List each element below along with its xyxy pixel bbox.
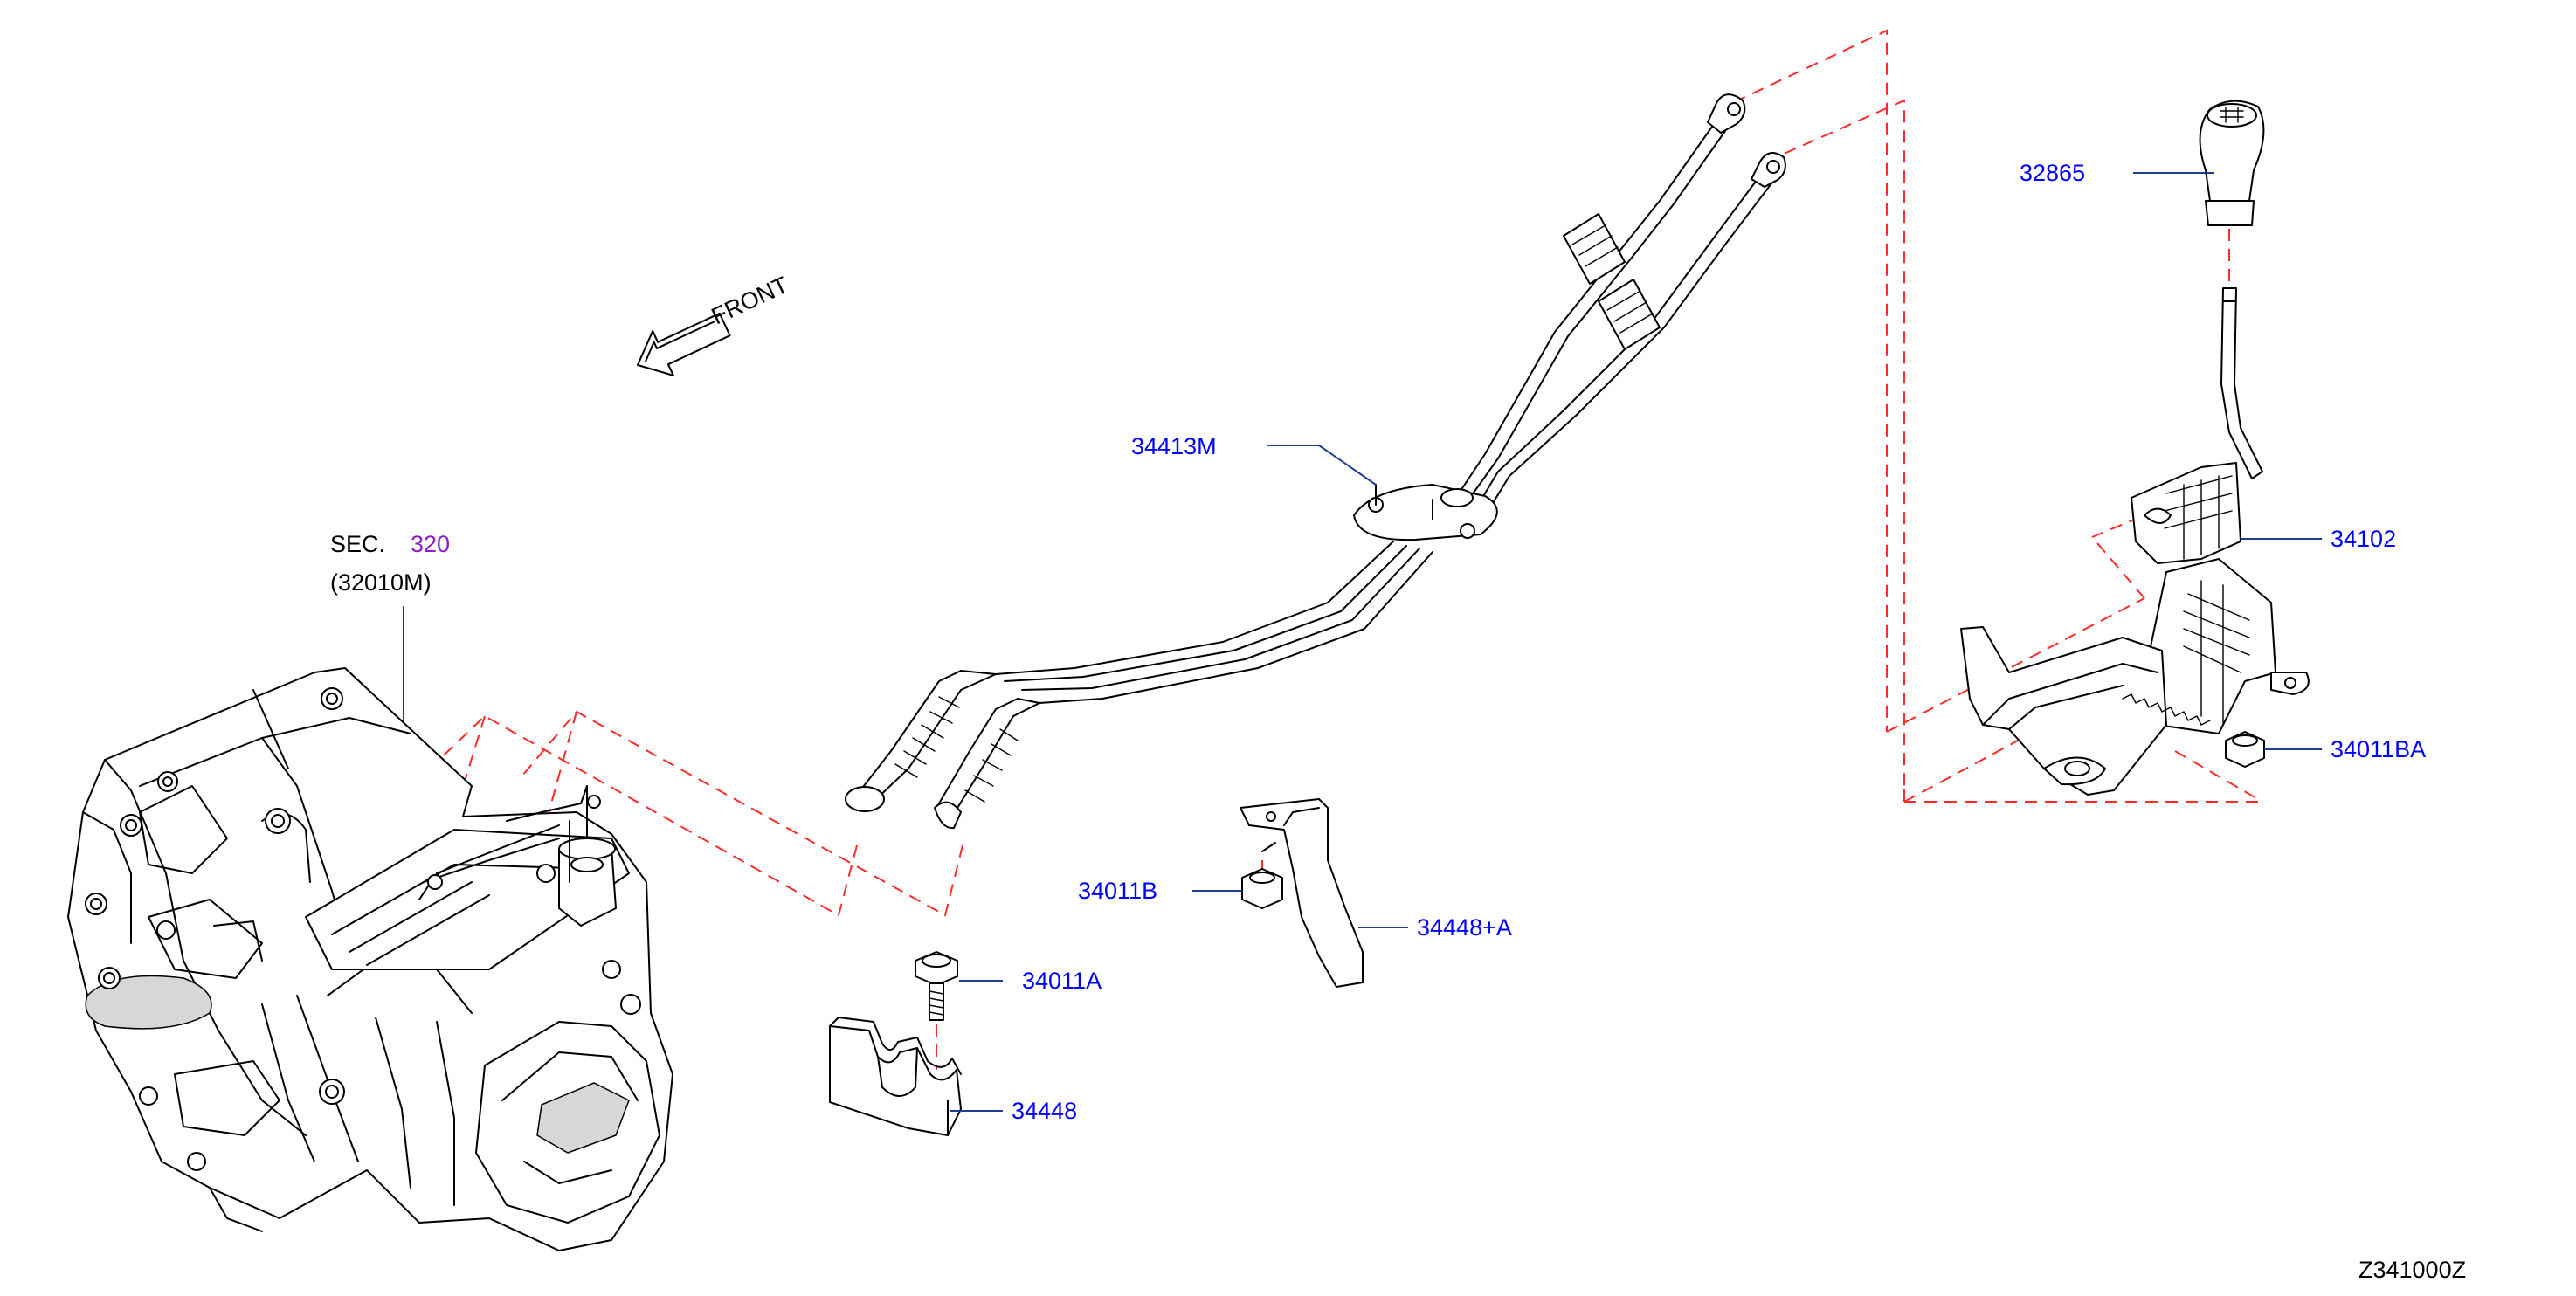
- diagram-id: Z341000Z: [2358, 1257, 2466, 1283]
- leader-lines: [950, 172, 2322, 1112]
- bolt-34011a: [915, 951, 958, 1021]
- part-label-34011ba[interactable]: 34011BA: [2331, 736, 2426, 762]
- bracket-34448-a: [1240, 798, 1364, 988]
- section-subref: (32010M): [330, 569, 432, 596]
- section-number-link[interactable]: 320: [411, 531, 450, 557]
- part-label-34448[interactable]: 34448: [1012, 1098, 1077, 1124]
- cable-end-upper-1: [1707, 93, 1746, 134]
- cable-boot-1: [845, 670, 997, 812]
- shifter-assembly: [1960, 287, 2310, 796]
- part-label-34011a[interactable]: 34011A: [1022, 968, 1102, 994]
- section-prefix: SEC.: [330, 531, 385, 557]
- nut-34011ba: [2225, 731, 2265, 768]
- part-label-34011b[interactable]: 34011B: [1078, 878, 1157, 904]
- part-label-34448-a[interactable]: 34448+A: [1417, 914, 1512, 941]
- nut-34011b: [1241, 868, 1283, 909]
- transmission-assembly: [67, 667, 673, 1251]
- front-label: FRONT: [708, 272, 792, 329]
- cable-boot-2: [934, 698, 1040, 830]
- cable-adjuster-1: [1563, 213, 1626, 285]
- part-label-34413m[interactable]: 34413M: [1131, 433, 1217, 459]
- bracket-34448: [829, 1017, 962, 1136]
- front-arrow: [637, 312, 731, 376]
- cable-adjuster-2: [1598, 279, 1661, 350]
- cable-end-upper-2: [1751, 152, 1786, 188]
- part-label-34102[interactable]: 34102: [2331, 526, 2396, 552]
- grommet-plate: [1353, 484, 1498, 541]
- part-label-32865[interactable]: 32865: [2020, 160, 2085, 186]
- shift-knob: [2199, 100, 2265, 226]
- control-cable-assembly: [845, 93, 1786, 830]
